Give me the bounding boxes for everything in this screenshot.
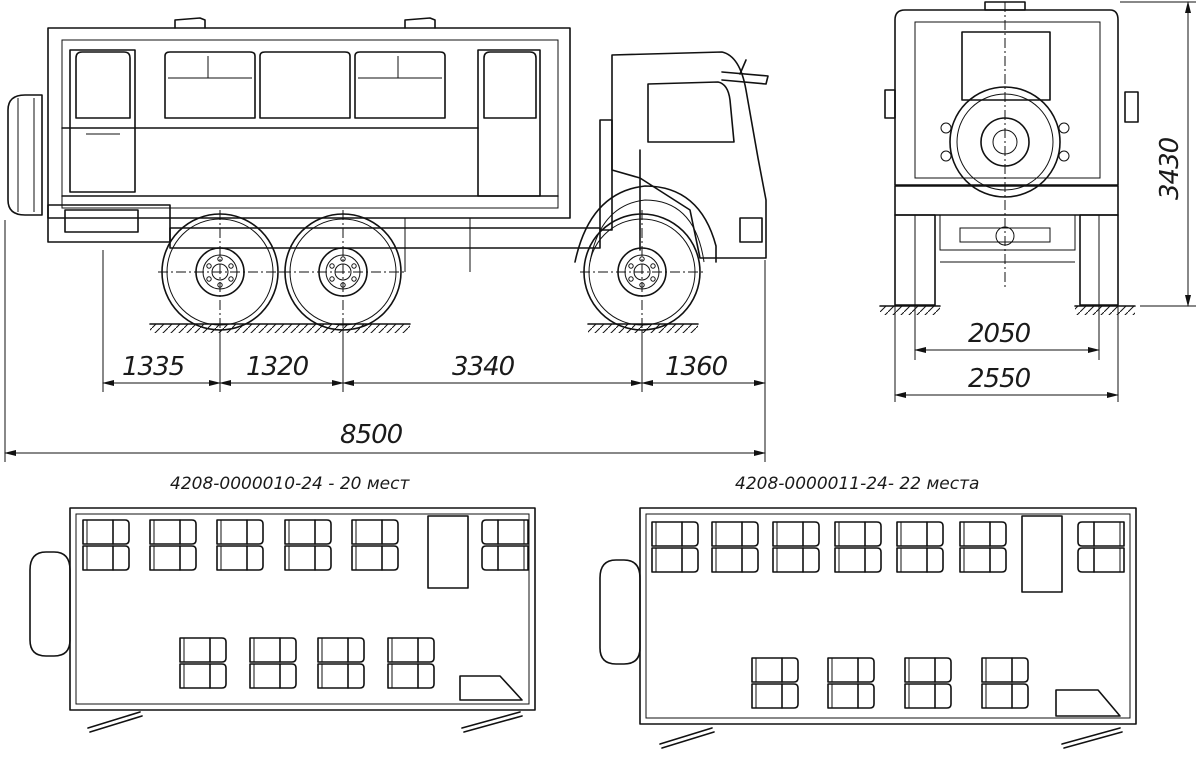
seat-row	[834, 521, 882, 573]
side-dimensions: 1335 1320 3340 1360 8500	[4, 220, 766, 462]
layout-caption-22: 4208-0000011-24- 22 места	[735, 474, 979, 494]
truck-cab	[574, 51, 769, 263]
dim-front-overhang: 1360	[665, 352, 728, 382]
passenger-module	[47, 17, 571, 243]
layout-caption-20: 4208-0000010-24 - 20 мест	[170, 474, 410, 494]
seat-row	[216, 519, 264, 571]
seat-row	[179, 637, 227, 689]
seat-row	[317, 637, 365, 689]
side-view: 1335 1320 3340 1360 8500	[4, 17, 769, 462]
seat-row	[711, 521, 759, 573]
dim-track: 2050	[968, 319, 1031, 349]
seating-layout-20: 4208-0000010-24 - 20 мест	[29, 474, 536, 733]
seat-row	[387, 637, 435, 689]
rear-dimensions: 3430 2050 2550	[894, 1, 1196, 402]
seat-row	[904, 657, 952, 709]
seat-row	[651, 521, 699, 573]
ground-line	[149, 323, 699, 333]
dim-height: 3430	[1155, 137, 1185, 200]
seat-row	[959, 521, 1007, 573]
rear-view: 3430 2050 2550	[879, 1, 1196, 402]
seat-row	[827, 657, 875, 709]
seat-row	[82, 519, 130, 571]
entrance-step	[1055, 689, 1121, 717]
seating-layout-22: 4208-0000011-24- 22 места	[599, 474, 1137, 749]
dim-rear-overhang: 1335	[122, 352, 185, 382]
seat-row	[249, 637, 297, 689]
dim-overall-width: 2550	[968, 364, 1031, 394]
dim-overall-length: 8500	[340, 420, 403, 450]
seat-row	[351, 519, 399, 571]
seat-row	[772, 521, 820, 573]
seat-row	[751, 657, 799, 709]
entrance-step	[459, 675, 523, 701]
spare-wheel-rear	[7, 94, 43, 216]
seat-row	[149, 519, 197, 571]
seat-row	[981, 657, 1029, 709]
seat-row	[284, 519, 332, 571]
dim-wheelbase: 3340	[452, 352, 515, 382]
heater-box	[427, 515, 469, 589]
dim-axle-spacing: 1320	[246, 352, 309, 382]
seat-row	[896, 521, 944, 573]
heater-box	[1021, 515, 1063, 593]
seat-row	[481, 519, 529, 571]
seat-row	[1077, 521, 1125, 573]
